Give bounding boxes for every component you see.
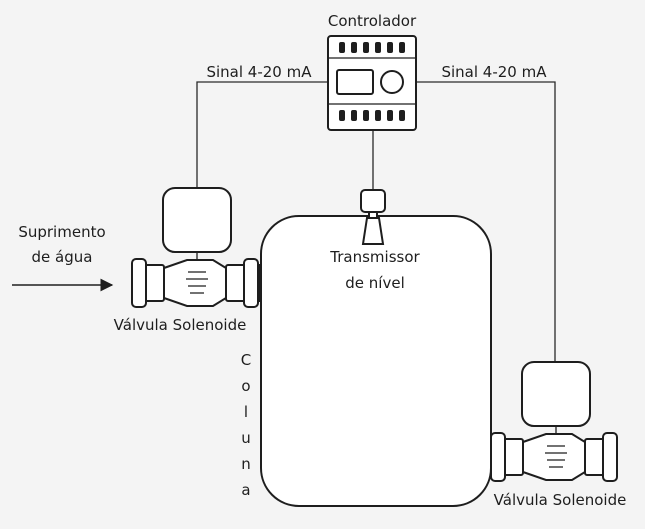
controller-device	[327, 35, 417, 131]
level-transmitter	[360, 189, 386, 245]
supply-label-line1: Suprimento	[18, 223, 105, 241]
controller-display	[336, 69, 374, 95]
valve-left-label: Válvula Solenoide	[114, 316, 247, 334]
signal-wire-right	[416, 81, 556, 362]
column-letter: a	[241, 481, 250, 499]
transmitter-label-line2: de nível	[345, 274, 404, 292]
signal-label-left: Sinal 4-20 mA	[206, 63, 312, 81]
column-letter: o	[241, 377, 250, 395]
solenoid-valve-left	[131, 187, 262, 308]
controller-top-terminals	[339, 42, 405, 53]
transmitter-label-line1: Transmissor	[329, 248, 420, 266]
column-letter: l	[244, 403, 248, 421]
signal-label-right: Sinal 4-20 mA	[441, 63, 547, 81]
controller-label: Controlador	[328, 12, 417, 30]
column-label: C o l u n a	[241, 351, 251, 499]
solenoid-valve-right	[490, 361, 618, 482]
controller-bottom-terminals	[339, 110, 405, 121]
column-letter: u	[241, 429, 251, 447]
valve-right-label: Válvula Solenoide	[494, 491, 627, 509]
supply-label-line2: de água	[32, 248, 93, 266]
controller-knob	[380, 70, 404, 94]
signal-wire-left	[196, 81, 330, 188]
column-letter: C	[241, 351, 251, 369]
column-letter: n	[241, 455, 251, 473]
